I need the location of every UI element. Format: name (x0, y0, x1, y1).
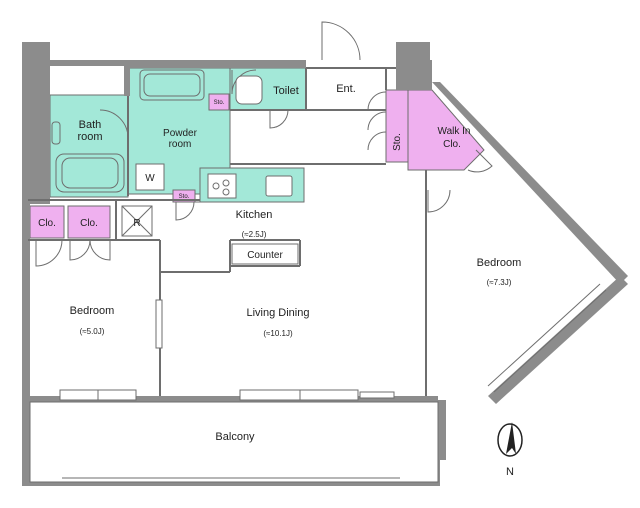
compass-label: N (506, 466, 514, 478)
washer-label: W (145, 173, 155, 184)
entrance-label: Ent. (336, 83, 356, 95)
washbasin (139, 69, 205, 101)
stove (207, 173, 237, 199)
storage-fills (29, 89, 485, 239)
toilet-label: Toilet (273, 85, 299, 97)
bedroom-right-size: (≈7.3J) (487, 278, 512, 287)
closet-2 (67, 205, 111, 239)
refrigerator-label: R (133, 218, 140, 229)
sink (265, 175, 293, 197)
bathtub (55, 153, 125, 193)
walk-in-closet-label-1: Walk In (438, 126, 471, 137)
labels: Bath room Powder room W Sto. Sto. Toilet… (38, 83, 521, 443)
kitchen-label: Kitchen (236, 209, 273, 221)
living-dining-size: (≈10.1J) (263, 329, 293, 338)
balcony-label: Balcony (215, 431, 255, 443)
bathroom-label-2: room (77, 131, 102, 143)
storage-small-1 (208, 93, 230, 111)
windows (59, 299, 395, 401)
storage-small-2-label: Sto. (179, 194, 190, 200)
kitchen-size: (≈2.5J) (242, 230, 267, 239)
bedroom-left-size: (≈5.0J) (80, 327, 105, 336)
balcony (29, 401, 439, 483)
storage-small-1-label: Sto. (214, 100, 225, 106)
bedroom-left-label: Bedroom (70, 305, 115, 317)
closet-1-label: Clo. (38, 218, 56, 229)
closet-1 (29, 205, 65, 239)
storage-hall-label: Sto. (392, 133, 403, 151)
washer-box (135, 163, 165, 191)
exterior-walls (22, 42, 628, 486)
fixtures (51, 69, 299, 265)
bath-mirror (51, 121, 61, 145)
living-dining-label: Living Dining (247, 307, 310, 319)
walk-in-closet-label-2: Clo. (443, 139, 461, 150)
powder-room-label-1: Powder (163, 128, 198, 139)
counter-label: Counter (247, 250, 283, 261)
doors (35, 21, 493, 267)
bedroom-right-label: Bedroom (477, 257, 522, 269)
counter-box (231, 243, 299, 265)
powder-room-label-2: room (169, 139, 192, 150)
compass-icon: N (497, 422, 523, 478)
toilet-bowl (235, 75, 263, 105)
bathroom (49, 94, 129, 198)
window-diagonal (487, 283, 607, 393)
bathroom-label-1: Bath (79, 119, 102, 131)
closet-2-label: Clo. (80, 218, 98, 229)
